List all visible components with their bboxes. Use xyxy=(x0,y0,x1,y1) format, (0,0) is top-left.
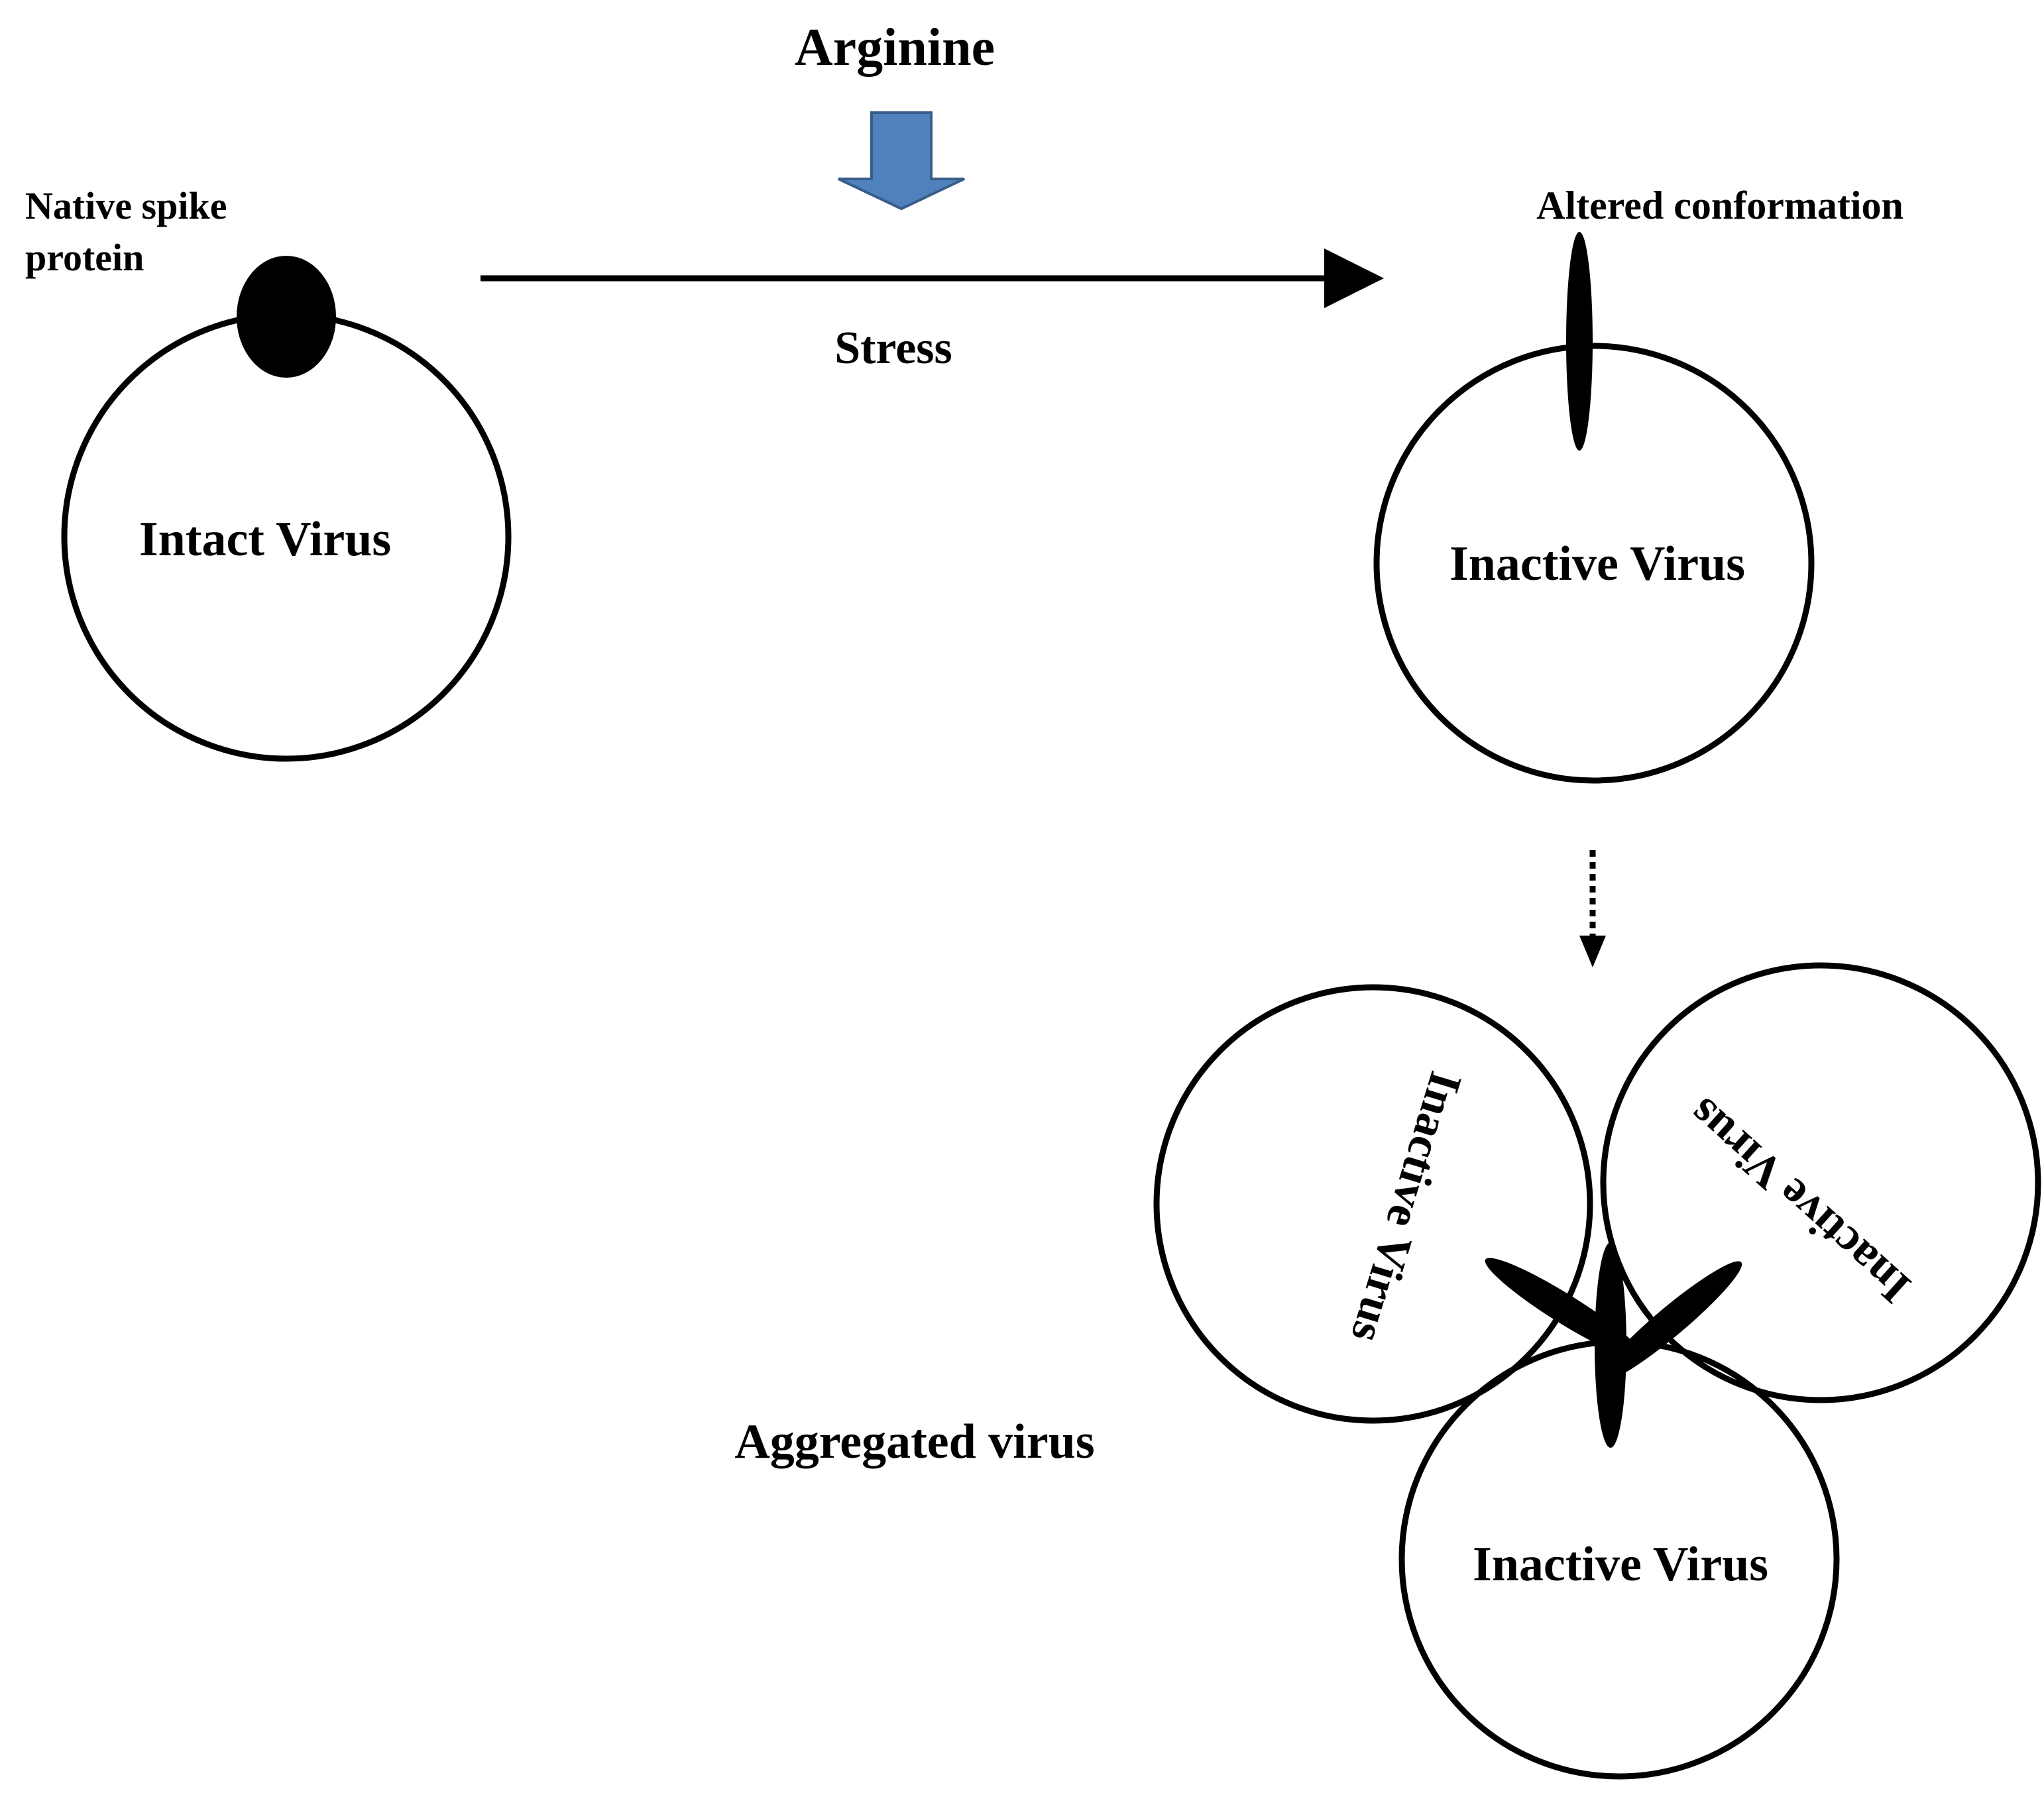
cluster-right-virus-circle xyxy=(1600,962,2041,1403)
cluster-bottom-label: Inactive Virus xyxy=(1473,1537,1768,1592)
aggregated-virus-label: Aggregated virus xyxy=(734,1415,1094,1469)
cluster-left-virus-circle xyxy=(1153,984,1593,1424)
cluster-spike-right xyxy=(1598,1261,1742,1383)
arginine-label: Arginine xyxy=(795,19,995,77)
stress-label: Stress xyxy=(834,323,952,374)
inactive-virus-label: Inactive Virus xyxy=(1449,537,1745,591)
native-spike-label-line1: Native spike xyxy=(25,184,227,227)
inactive-virus-circle xyxy=(1373,343,1815,784)
intact-virus-label: Intact Virus xyxy=(139,512,391,567)
native-spike-label-line2: protein xyxy=(25,236,144,279)
aggregation-arrowhead xyxy=(1579,936,1606,967)
altered-spike-protein xyxy=(1566,232,1593,451)
cluster-left-label: Inactive Virus xyxy=(1341,1066,1471,1348)
altered-conformation-label: Altered conformation xyxy=(1536,184,1903,227)
cluster-spike-vertical xyxy=(1595,1242,1626,1448)
native-spike-label: Native spike protein xyxy=(25,184,237,279)
native-spike-protein xyxy=(237,256,336,378)
arginine-down-arrow xyxy=(838,111,965,211)
